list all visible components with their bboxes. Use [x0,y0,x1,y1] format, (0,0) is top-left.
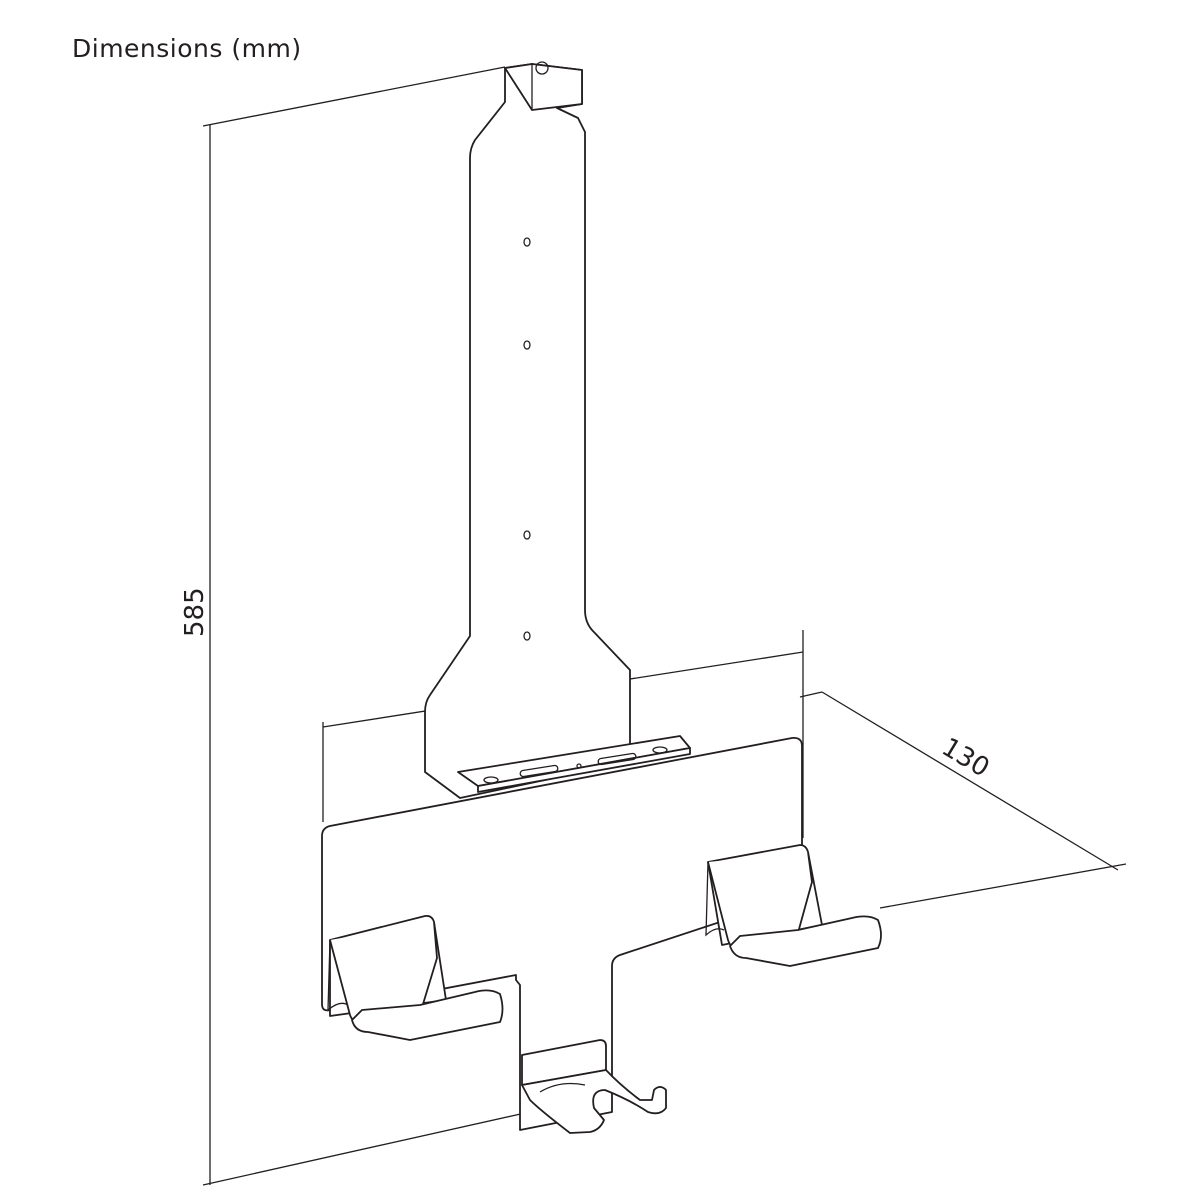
bottom-flange [457,735,691,793]
vertical-plate [424,63,631,799]
bottom-hook [521,1039,667,1134]
depth-extension-top [799,691,823,698]
left-cradle [327,914,504,1041]
top-hook [504,61,583,111]
height-label: 585 [180,587,210,637]
mounting-holes [523,237,531,641]
depth-dimension-line [821,691,1119,871]
screw-icon [535,61,549,75]
base-plate [321,737,803,1131]
right-cradle [705,844,882,967]
depth-label: 130 [936,732,994,783]
diagram-title: Dimensions (mm) [72,34,302,63]
height-extension-top [202,66,506,127]
height-extension-bottom [202,1112,526,1186]
height-dimension: 585 [180,66,526,1186]
depth-extension-bottom [879,863,1127,909]
depth-dimension: 130 [799,691,1127,909]
